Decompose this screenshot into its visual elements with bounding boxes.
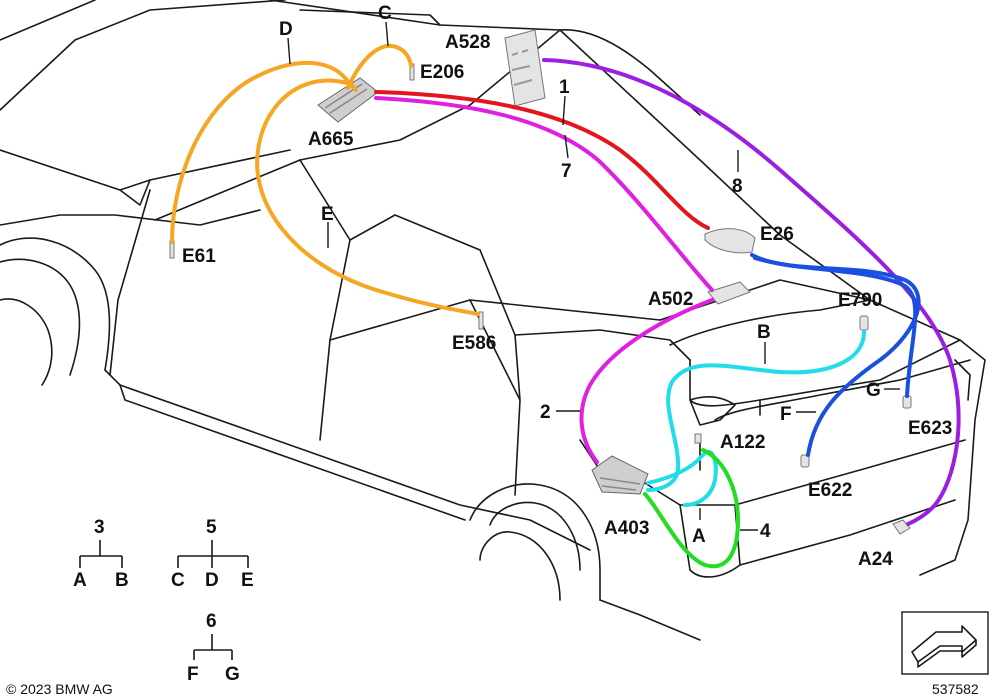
label-wire-1: 1 (559, 77, 570, 98)
a665-module (317, 77, 379, 123)
wire-c (346, 43, 413, 90)
component-labels: A528 E206 A665 E61 E586 E26 A502 E790 A1… (182, 32, 952, 570)
wire-f (750, 253, 921, 457)
label-wire-2: 2 (540, 402, 551, 423)
wire-7 (374, 96, 714, 292)
label-wire-4: 4 (760, 521, 771, 542)
label-e206: E206 (420, 62, 464, 83)
tree3-child-a: A (73, 570, 87, 591)
a528-module (504, 29, 546, 107)
label-e790: E790 (838, 290, 882, 311)
label-wire-g: G (866, 380, 881, 401)
wire-1 (374, 90, 710, 230)
label-e61: E61 (182, 246, 216, 267)
wire-d (170, 60, 358, 244)
legend-tree-6: 6 F G (187, 611, 240, 685)
label-e622: E622 (808, 480, 852, 501)
label-wire-d: D (279, 19, 293, 40)
label-a24: A24 (858, 549, 893, 570)
legend-tree-5: 5 C D E (171, 517, 254, 591)
e790-lamp (859, 315, 869, 331)
label-e26: E26 (760, 224, 794, 245)
tree3-root: 3 (94, 517, 105, 538)
wiring-harness (170, 43, 961, 569)
label-wire-b: B (757, 322, 771, 343)
wire-labels: D C E 1 7 8 2 B G F A 4 (279, 3, 881, 547)
label-wire-7: 7 (561, 161, 572, 182)
label-wire-8: 8 (732, 176, 743, 197)
label-wire-f: F (780, 404, 792, 425)
vehicle-orientation-icon (901, 611, 989, 675)
label-a665: A665 (308, 129, 354, 150)
tree3-child-b: B (115, 570, 129, 591)
diagram-number: 537582 (932, 681, 979, 697)
wire-e (255, 78, 480, 316)
wire-2 (579, 298, 714, 464)
label-wire-c: C (378, 3, 392, 24)
tree6-child-g: G (225, 664, 240, 685)
label-e623: E623 (908, 418, 952, 439)
tree5-child-d: D (205, 570, 219, 591)
wire-g (753, 256, 918, 398)
e622-lamp (800, 454, 810, 468)
a122-connector (694, 433, 702, 444)
label-a122: A122 (720, 432, 765, 453)
a502-module (707, 281, 751, 305)
wire-a (646, 449, 718, 507)
label-a502: A502 (648, 289, 693, 310)
copyright-text: © 2023 BMW AG (6, 681, 113, 697)
a403-module (591, 455, 649, 495)
label-e586: E586 (452, 333, 496, 354)
e26-lamp (704, 228, 756, 254)
tree5-child-e: E (241, 570, 254, 591)
wire-b (646, 330, 866, 492)
label-a403: A403 (604, 518, 649, 539)
a24-module (892, 519, 911, 535)
tree5-root: 5 (206, 517, 217, 538)
car-outline (0, 0, 986, 641)
label-a528: A528 (445, 32, 490, 53)
legend-tree-3: 3 A B (73, 517, 129, 591)
label-wire-e: E (321, 204, 334, 225)
e586-lamp (478, 311, 484, 330)
tree6-child-f: F (187, 664, 199, 685)
label-wire-a: A (692, 526, 706, 547)
wire-4 (643, 448, 740, 569)
leader-lines (287, 21, 900, 531)
tree5-child-c: C (171, 570, 185, 591)
wire-8 (542, 58, 961, 526)
component-parts (169, 29, 912, 535)
tree6-root: 6 (206, 611, 217, 632)
